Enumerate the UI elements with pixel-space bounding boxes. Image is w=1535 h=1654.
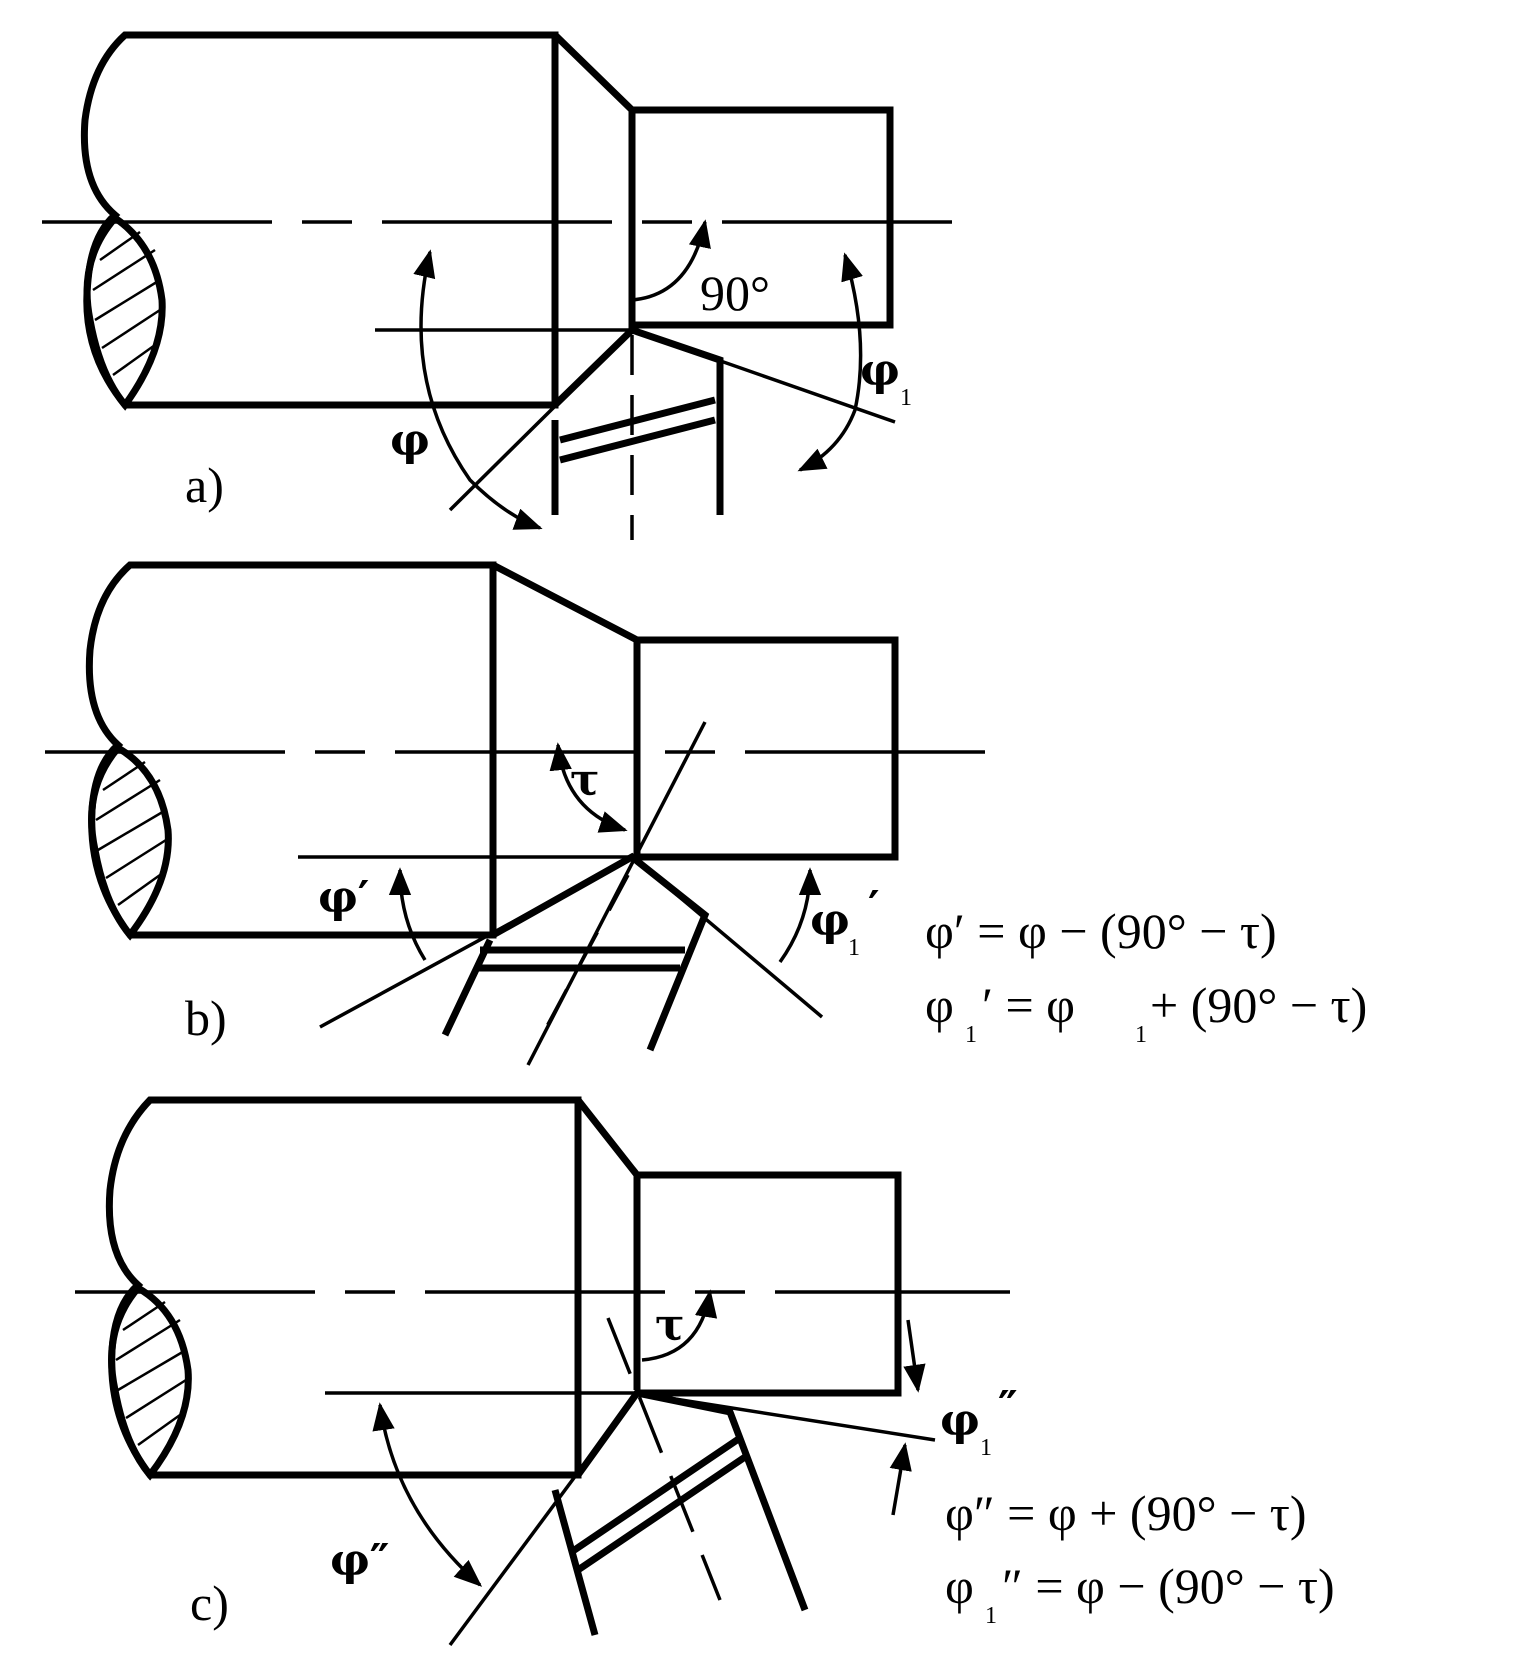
tool-c bbox=[551, 1389, 809, 1636]
formula-c-2-post: ″ = φ − (90° − τ) bbox=[1002, 1558, 1335, 1614]
break-section-a bbox=[83, 213, 166, 411]
label-phi-prime-b: φ′ bbox=[318, 872, 369, 923]
tool-a bbox=[551, 325, 724, 515]
formula-b-2-pre: φ bbox=[925, 977, 954, 1033]
break-section-c bbox=[108, 1283, 192, 1481]
step-outline-c bbox=[637, 1171, 902, 1397]
panel-c: τ φ″ φ 1 ″ c) φ″ = φ + (90° − τ) φ 1 ″ =… bbox=[75, 1096, 1335, 1647]
formula-b-2-sub: 1 bbox=[965, 1022, 977, 1048]
tool-axis-c bbox=[606, 1317, 722, 1601]
formula-b-1: φ′ = φ − (90° − τ) bbox=[925, 903, 1277, 959]
formula-b-2-post: + (90° − τ) bbox=[1150, 977, 1367, 1033]
panel-label-a: a) bbox=[185, 457, 224, 513]
panel-label-b: b) bbox=[185, 990, 227, 1046]
step-outline-a bbox=[632, 106, 894, 329]
label-phi1-a: φ bbox=[860, 345, 900, 396]
label-phi1-prime-mark-b: ′ bbox=[868, 882, 880, 933]
label-phi-dprime-c: φ″ bbox=[330, 1535, 389, 1586]
label-tau-c: τ bbox=[655, 1300, 685, 1351]
label-phi1-dprime-sub-c: 1 bbox=[980, 1435, 992, 1461]
label-90-a: 90° bbox=[700, 265, 770, 321]
formula-b-2-mid: ′ = φ bbox=[982, 977, 1075, 1033]
formula-c-1: φ″ = φ + (90° − τ) bbox=[945, 1485, 1307, 1541]
workpiece-outline-c bbox=[105, 1096, 641, 1479]
label-phi1-prime-b: φ bbox=[810, 895, 850, 946]
panel-label-c: c) bbox=[190, 1575, 229, 1631]
step-outline-b bbox=[637, 636, 899, 861]
label-phi1-dprime-c: φ bbox=[940, 1395, 980, 1446]
panel-b: τ φ′ φ 1 ′ b) φ′ = φ − (90° − τ) φ 1 ′ =… bbox=[45, 561, 1367, 1066]
label-phi1-prime-sub-b: 1 bbox=[848, 935, 860, 961]
panel-a: 90° φ φ 1 a) bbox=[42, 31, 968, 540]
formula-c-2-pre: φ bbox=[945, 1558, 974, 1614]
break-section-b bbox=[88, 743, 172, 941]
label-phi1-dprime-mark-c: ″ bbox=[998, 1382, 1018, 1433]
label-phi-a: φ bbox=[390, 415, 430, 466]
label-tau-b: τ bbox=[570, 755, 600, 806]
formula-b-2-sub2: 1 bbox=[1135, 1022, 1147, 1048]
workpiece-outline-a bbox=[80, 31, 636, 409]
label-phi1-sub-a: 1 bbox=[900, 385, 912, 411]
formula-c-2-sub: 1 bbox=[985, 1603, 997, 1629]
